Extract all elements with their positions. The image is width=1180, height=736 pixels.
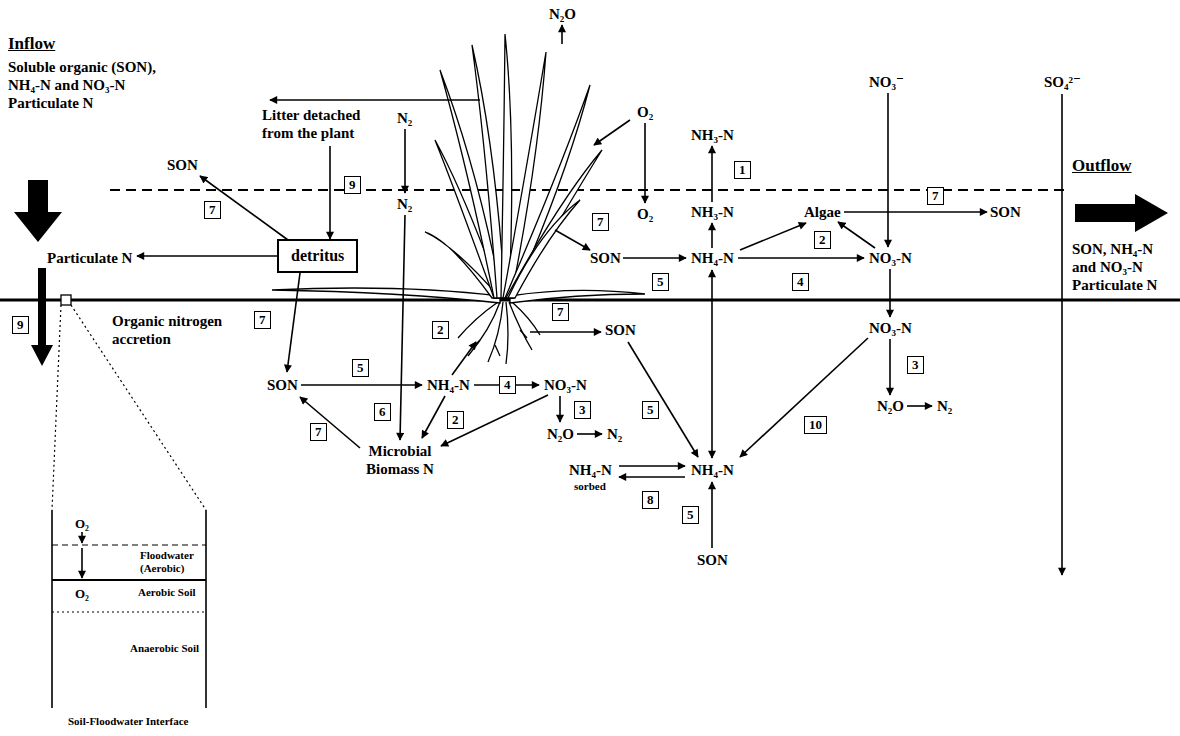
compartment-box: detritus	[277, 239, 358, 273]
callout-box: 7	[552, 303, 569, 321]
callout-number: 7	[315, 424, 322, 440]
gas-label: N₂	[937, 397, 952, 415]
species-label: NO₃-N	[869, 249, 912, 267]
ion-label: SO₄²⁻	[1044, 73, 1081, 91]
species-label: NH₃-N	[691, 203, 734, 221]
callout-box: 5	[642, 401, 659, 419]
inset-label: Aerobic Soil	[138, 586, 196, 599]
callout-box: 3	[907, 356, 924, 374]
species-label: Microbial Biomass N	[357, 442, 443, 478]
species-note: sorbed	[574, 480, 606, 493]
callout-number: 2	[452, 412, 459, 428]
inset-label: Floodwater (Aerobic)	[140, 549, 204, 575]
species-label: SON	[697, 551, 728, 569]
callout-box: 2	[814, 231, 831, 249]
callout-box: 7	[310, 423, 327, 441]
callout-box: 7	[927, 187, 944, 205]
callout-number: 9	[17, 317, 24, 333]
species-label: NH₃-N	[691, 126, 734, 144]
gas-label: N₂O	[877, 397, 904, 415]
callout-box: 7	[592, 213, 609, 231]
species-label: SON	[590, 249, 621, 267]
callout-number: 6	[379, 404, 386, 420]
ion-label: NO₃⁻	[869, 73, 904, 91]
callout-box: 6	[374, 403, 391, 421]
callout-number: 7	[209, 202, 216, 218]
box-text: detritus	[291, 246, 344, 266]
callout-number: 4	[797, 274, 804, 290]
callout-number: 10	[809, 417, 822, 433]
callout-number: 2	[819, 232, 826, 248]
callout-box: 1	[734, 161, 751, 179]
callout-box: 4	[499, 376, 516, 394]
process-note: Organic nitrogen accretion	[112, 312, 237, 348]
species-label: Algae	[804, 203, 841, 221]
species-label: SON	[267, 376, 298, 394]
gas-label: N₂O	[549, 5, 576, 23]
flow-heading: Outflow	[1072, 156, 1132, 176]
callout-number: 3	[579, 402, 586, 418]
callout-number: 5	[687, 507, 694, 523]
callout-box: 7	[204, 201, 221, 219]
callout-box: 5	[352, 359, 369, 377]
species-label: SON	[167, 156, 198, 174]
callout-box: 3	[574, 401, 591, 419]
inset-caption: Soil-Floodwater Interface	[68, 715, 188, 728]
callout-box: 7	[254, 311, 271, 329]
species-label: NO₃-N	[544, 376, 587, 394]
callout-number: 5	[657, 274, 664, 290]
callout-box: 5	[682, 506, 699, 524]
callout-number: 3	[912, 357, 919, 373]
species-label: NH₄-N	[569, 461, 612, 479]
callout-number: 9	[349, 177, 356, 193]
callout-box: 9	[12, 316, 29, 334]
flow-note: Soluble organic (SON), NH₄-N and NO₃-N P…	[8, 58, 178, 112]
callout-number: 8	[647, 492, 654, 508]
callout-number: 5	[357, 360, 364, 376]
gas-label: N₂	[607, 425, 622, 443]
species-label: Particulate N	[47, 249, 132, 267]
gas-label: N₂	[397, 109, 412, 127]
callout-box: 5	[652, 273, 669, 291]
callout-box: 10	[804, 416, 827, 434]
callout-number: 7	[597, 214, 604, 230]
callout-box: 9	[344, 176, 361, 194]
callout-number: 7	[932, 188, 939, 204]
flow-note: SON, NH₄-N and NO₃-N Particulate N	[1072, 240, 1174, 294]
callout-box: 8	[642, 491, 659, 509]
species-label: NO₃-N	[869, 319, 912, 337]
callout-box: 2	[447, 411, 464, 429]
inset-label: Anaerobic Soil	[130, 642, 199, 655]
callout-box: 4	[792, 273, 809, 291]
species-label: SON	[605, 321, 636, 339]
flow-heading: Inflow	[8, 34, 55, 54]
callout-number: 4	[504, 377, 511, 393]
gas-label: O₂	[637, 103, 653, 121]
callout-number: 1	[739, 162, 746, 178]
species-label: NH₄-N	[691, 249, 734, 267]
callout-number: 7	[259, 312, 266, 328]
callout-number: 2	[437, 322, 444, 338]
gas-label: N₂O	[547, 425, 574, 443]
inset-label: O₂	[75, 586, 89, 602]
species-label: NH₄-N	[427, 376, 470, 394]
species-label: SON	[990, 203, 1021, 221]
inset-label: O₂	[75, 516, 89, 532]
callout-number: 5	[647, 402, 654, 418]
gas-label: O₂	[637, 205, 653, 223]
callout-number: 7	[557, 304, 564, 320]
species-label: NH₄-N	[691, 461, 734, 479]
process-note: Litter detached from the plant	[262, 106, 384, 142]
callout-box: 2	[432, 321, 449, 339]
gas-label: N₂	[397, 195, 412, 213]
